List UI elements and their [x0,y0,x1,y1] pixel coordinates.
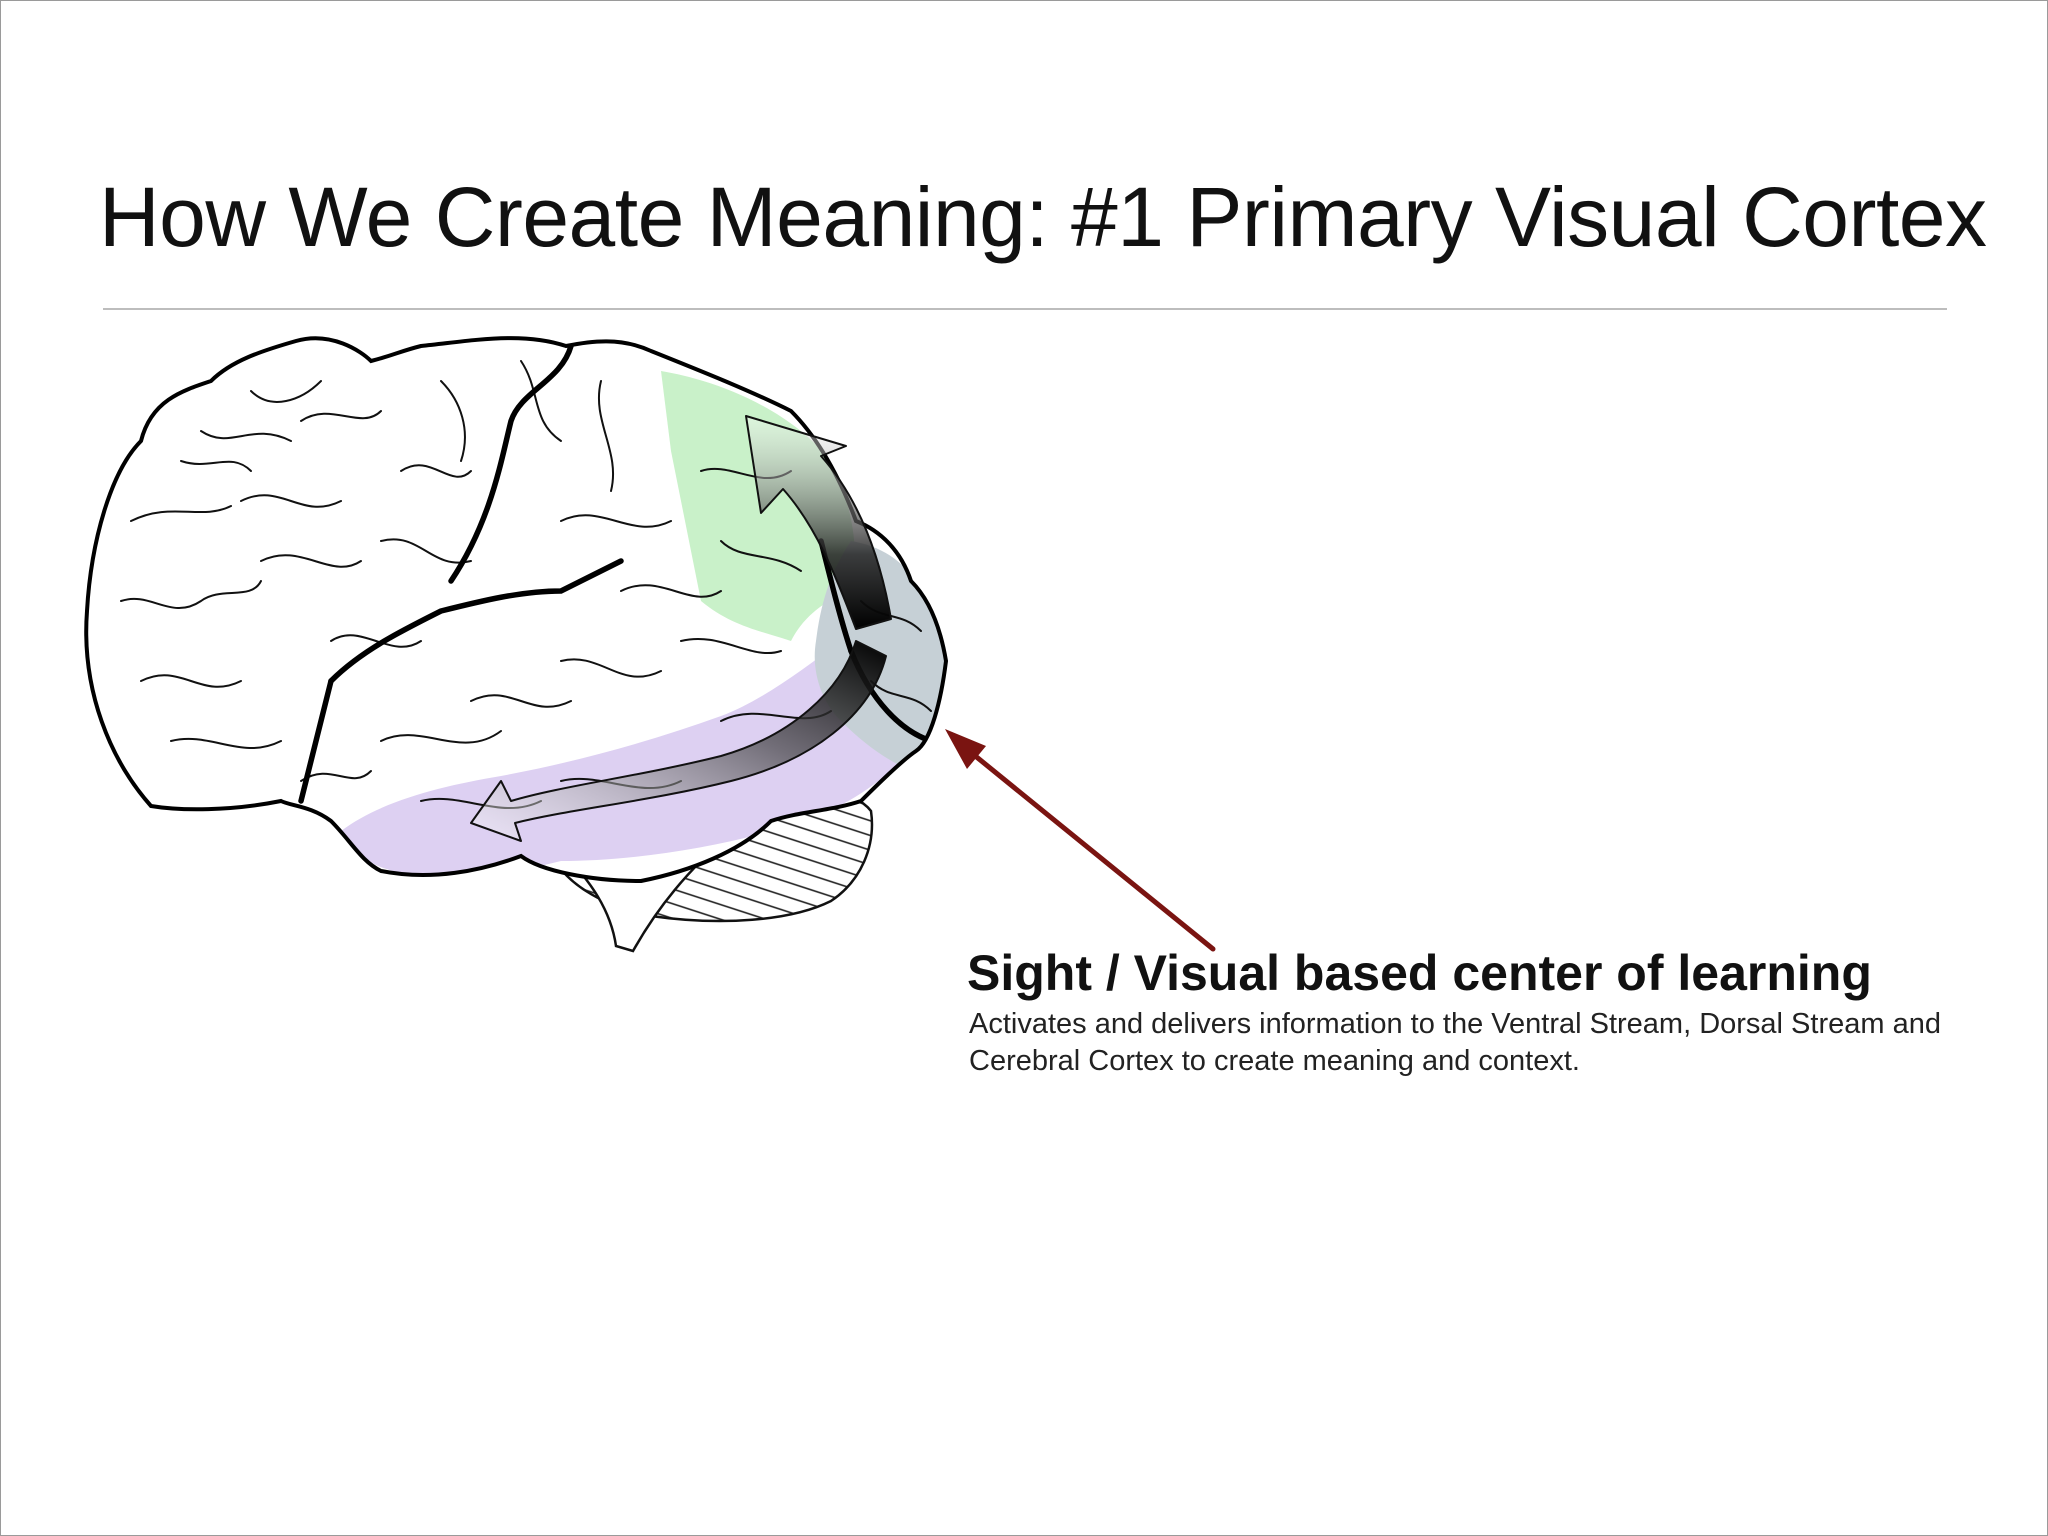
lateral-sulcus [328,558,624,684]
callout-body: Activates and delivers information to th… [969,1008,1941,1077]
pointer-arrow-line [960,743,1216,952]
dorsal-stream-arrow [745,415,892,630]
ventral-stream-arrow [470,640,887,842]
title-divider [103,308,1947,310]
pointer-arrow-head [945,729,986,769]
callout-heading: Sight / Visual based center of learning [967,945,1872,1001]
slide-title: How We Create Meaning: #1 Primary Visual… [99,170,1987,264]
central-sulcus [448,343,574,584]
